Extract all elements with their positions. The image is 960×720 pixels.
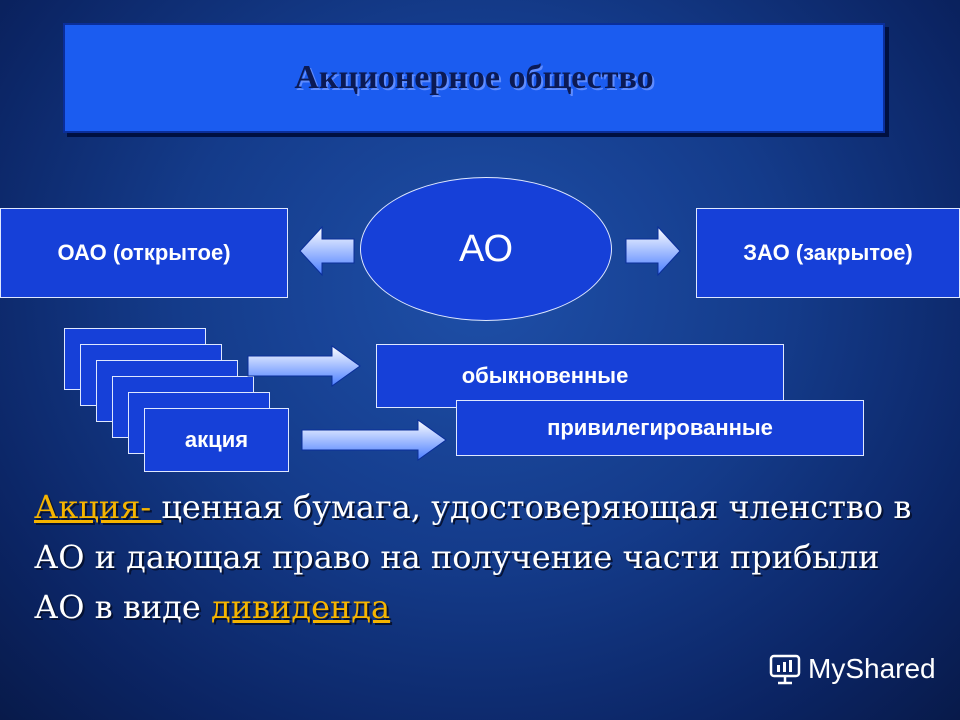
share-label: акция (184, 427, 249, 452)
dividend-link[interactable]: дивиденда (210, 588, 391, 626)
presentation-icon (769, 654, 801, 685)
ao-label: АО (458, 227, 514, 270)
definition-body: ценная бумага, удостоверяющая членство в… (34, 488, 912, 626)
zao-label: ЗАО (закрытое) (743, 240, 913, 265)
zao-box: ЗАО (закрытое) (696, 208, 960, 298)
preferred-label: привилегированные (547, 415, 773, 440)
oao-label: ОАО (открытое) (57, 240, 231, 265)
term-link[interactable]: Акция- (34, 488, 162, 526)
watermark-text: MyShared (808, 653, 936, 684)
arrow-left-icon (299, 225, 355, 277)
oao-box: ОАО (открытое) (0, 208, 288, 298)
arrow-right-icon (625, 225, 681, 277)
arrow-ordinary-icon (247, 345, 361, 387)
slide-title: Акционерное общество (294, 59, 654, 96)
preferred-box: привилегированные (456, 400, 864, 456)
share-card-front: акция (144, 408, 289, 472)
arrow-preferred-icon (301, 419, 447, 461)
ao-oval: АО (360, 177, 612, 321)
definition-text: Акция- ценная бумага, удостоверяющая чле… (34, 482, 934, 632)
title-box: Акционерное общество (63, 23, 885, 133)
watermark: MyShared (768, 652, 936, 686)
ordinary-label: обыкновенные (461, 363, 629, 388)
ordinary-box: обыкновенные (376, 344, 784, 408)
